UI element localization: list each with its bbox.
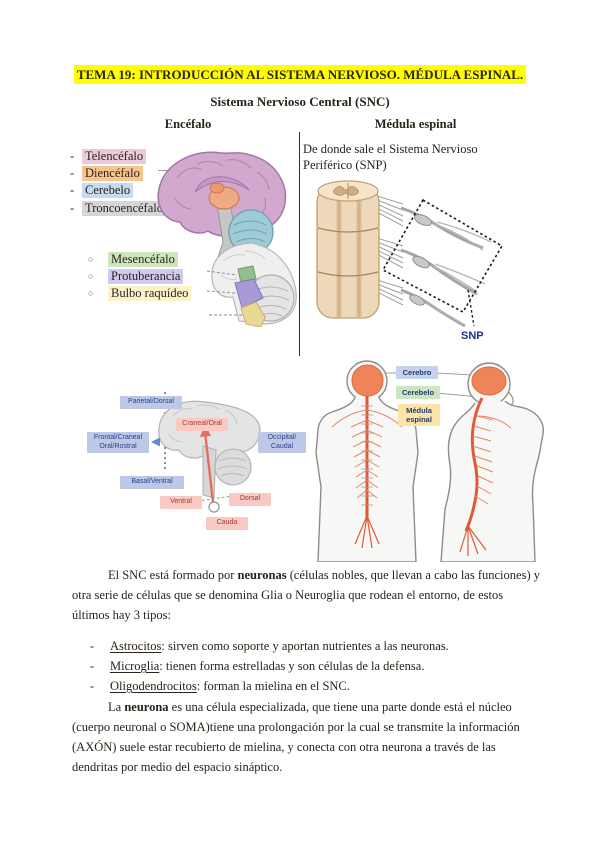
label-occipital-caudal: Occipital/ Caudal [258,432,306,453]
body-cns-illustration [315,360,544,562]
label-cerebro: Cerebro [396,366,438,379]
title-row: TEMA 19: INTRODUCCIÓN AL SISTEMA NERVIOS… [0,65,600,84]
list-item: ○Mesencéfalo [88,251,191,268]
page-subtitle: Sistema Nervioso Central (SNC) [210,94,390,109]
paragraph-snc: El SNC está formado por neuronas (célula… [72,568,540,622]
list-item: -Diencéfalo [70,165,166,182]
brain-sagittal-illustration [157,151,287,260]
label-ventral: Ventral [160,496,202,509]
label-frontal-rostral: Frontal/Craneal Oral/Rostral [87,432,149,453]
encefalo-list: -Telencéfalo -Diencéfalo -Cerebelo -Tron… [70,148,166,217]
page-title: TEMA 19: INTRODUCCIÓN AL SISTEMA NERVIOS… [73,65,527,84]
label-cerebelo: Cerebelo [396,386,440,399]
list-item: -Astrocitos: sirven como soporte y aport… [90,639,449,653]
list-item: -Cerebelo [70,182,166,199]
label-basal-ventral: Basal/Ventral [120,476,184,489]
label-dorsal: Dorsal [229,493,271,506]
label-parietal-dorsal: Parietal/Dorsal [120,396,182,409]
brainstem-illustration [206,242,297,327]
spinal-cord-illustration [316,180,504,328]
list-item: -Microglia: tienen forma estrelladas y s… [90,659,425,673]
brain-axes-illustration [151,392,261,513]
paragraph-neurona: La neurona es una célula especializada, … [72,700,520,774]
label-caudal: Cauda [206,517,248,530]
list-item: ○Protuberancia [88,268,191,285]
label-craneal-oral: Craneal/Oral [176,418,228,431]
column-header-encefalo: Encéfalo [164,117,212,131]
column-header-medula: Médula espinal [374,117,457,131]
snp-label: SNP [461,330,484,342]
list-item: -Oligodendrocitos: forman la mielina en … [90,679,350,693]
list-item: -Troncoencéfalo [70,200,166,217]
list-item: ○Bulbo raquídeo [88,285,192,302]
label-medula-espinal: Médula espinal [398,404,440,426]
glia-list: -Astrocitos: sirven como soporte y aport… [90,636,540,696]
snp-caption: De donde sale el Sistema Nervioso Perifé… [303,142,478,172]
column-divider [299,132,300,356]
list-item: -Telencéfalo [70,148,166,165]
snp-dashed-box [381,198,504,314]
troncoencefalo-list: ○Mesencéfalo ○Protuberancia ○Bulbo raquí… [88,251,192,303]
